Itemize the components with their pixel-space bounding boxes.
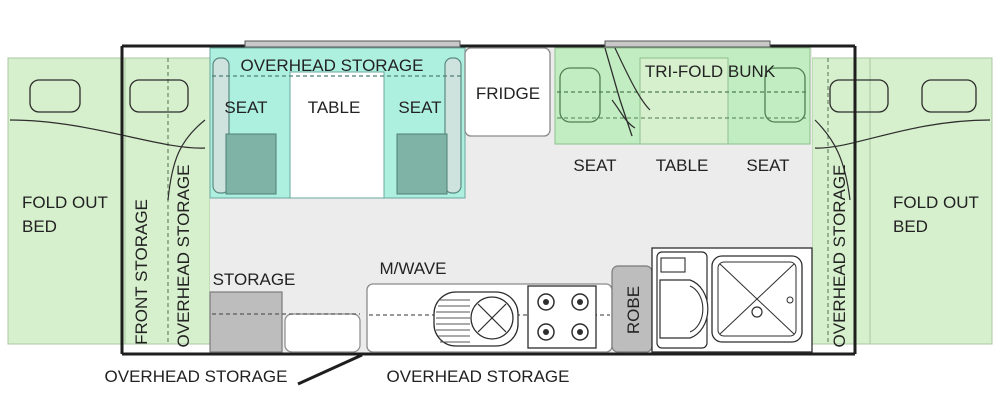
overhead-storage-vertical-left-label: OVERHEAD STORAGE	[174, 165, 193, 348]
shower-icon	[711, 255, 803, 343]
seat-right-1-label: SEAT	[573, 156, 616, 175]
toilet-icon	[656, 251, 709, 349]
fridge	[464, 47, 551, 137]
tri-fold-bunk	[554, 47, 811, 145]
table-right-label: TABLE	[656, 156, 709, 175]
storage-cabinet	[209, 291, 361, 353]
bottom-overhead-storage-left-label: OVERHEAD STORAGE	[105, 367, 288, 386]
fold-out-bed-right	[811, 57, 993, 345]
door-icon	[297, 353, 363, 386]
dinette-left	[209, 47, 466, 199]
bottom-overhead-storage-right-label: OVERHEAD STORAGE	[387, 367, 570, 386]
robe-label: ROBE	[624, 286, 643, 334]
pillow-icon	[829, 79, 977, 113]
fridge-label: FRIDGE	[476, 84, 540, 103]
seat-right-2-label: SEAT	[746, 156, 789, 175]
seat-left-2-label: SEAT	[398, 98, 441, 117]
microwave-label: M/WAVE	[379, 259, 446, 278]
front-overhead-storage-label: OVERHEAD STORAGE	[241, 56, 424, 75]
fold-out-bed-left	[7, 57, 211, 345]
pillow-icon	[29, 79, 189, 113]
seat-left-1-label: SEAT	[224, 98, 267, 117]
front-storage-label: FRONT STORAGE	[132, 199, 151, 345]
storage-label: STORAGE	[213, 270, 296, 289]
cooktop-icon	[527, 285, 597, 349]
tri-fold-bunk-label: TRI-FOLD BUNK	[645, 62, 776, 81]
table-left-label: TABLE	[308, 98, 361, 117]
sink-icon	[433, 291, 519, 347]
overhead-storage-vertical-right-label: OVERHEAD STORAGE	[830, 165, 849, 348]
